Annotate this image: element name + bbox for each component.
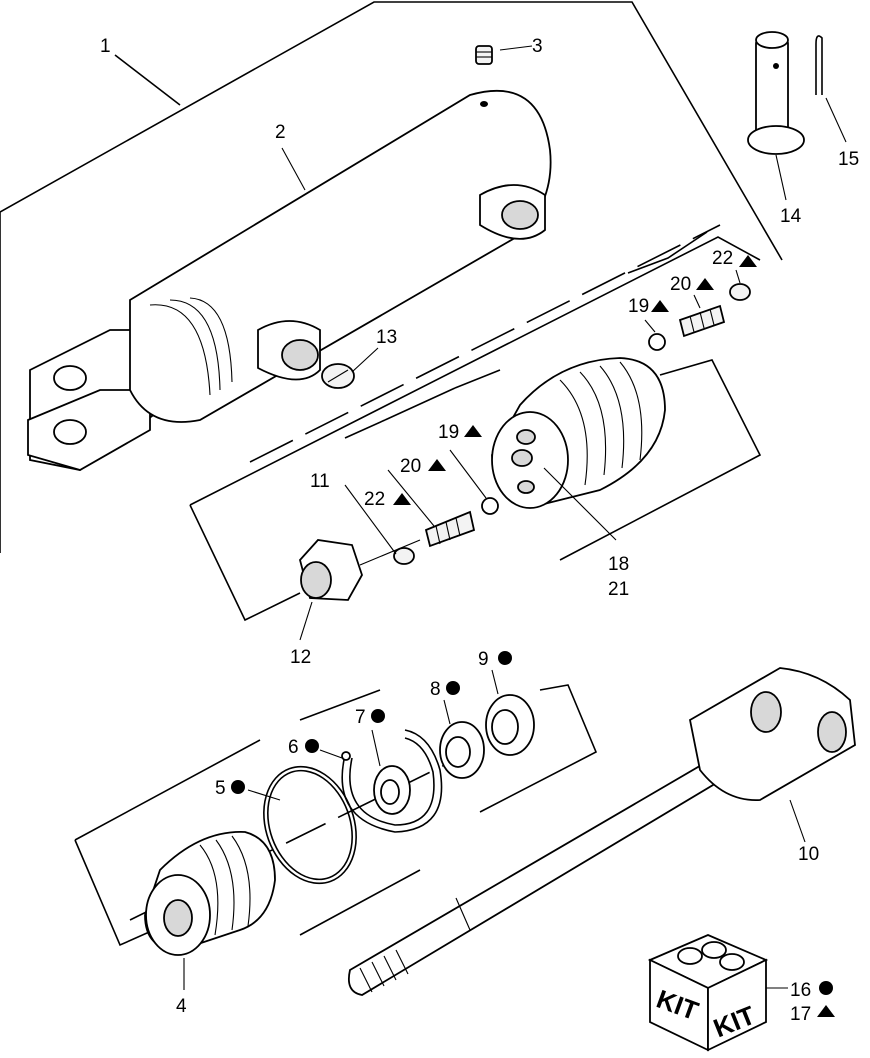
piston-rod (299, 667, 856, 996)
callout-14: 14 (780, 206, 802, 227)
piston (491, 357, 666, 541)
triangle-marker (428, 459, 446, 471)
callout-22a: 22 (712, 248, 733, 269)
cylinder-barrel (27, 90, 552, 471)
washer-7 (373, 765, 411, 815)
callout-5: 5 (215, 778, 226, 799)
triangle-marker (464, 425, 482, 437)
callout-16: 16 (790, 980, 811, 1001)
clevis-pin (747, 31, 805, 201)
valve-set-upper (627, 231, 751, 351)
kit-markers (231, 255, 835, 1017)
wiper-seal (485, 694, 535, 756)
callout-20a: 20 (670, 274, 691, 295)
callout-1: 1 (100, 36, 111, 57)
hex-nut (299, 539, 421, 641)
circle-marker (819, 981, 833, 995)
cotter-pin (815, 35, 847, 143)
callout-22b: 22 (364, 489, 385, 510)
kit-box-icon: KIT KIT (647, 934, 788, 1052)
triangle-marker (393, 493, 411, 505)
circle-marker (371, 709, 385, 723)
triangle-marker (817, 1005, 835, 1017)
callout-2: 2 (275, 122, 286, 143)
valve-set-lower (393, 497, 499, 565)
callout-9: 9 (478, 649, 489, 670)
circle-marker (305, 739, 319, 753)
triangle-marker (696, 278, 714, 290)
leader-lines (247, 147, 741, 801)
callout-19a: 19 (628, 296, 649, 317)
circle-marker (231, 780, 245, 794)
callout-19b: 19 (438, 422, 459, 443)
grease-fitting (475, 45, 533, 65)
callout-4: 4 (176, 996, 187, 1017)
callout-18: 18 (608, 554, 629, 575)
callout-3: 3 (532, 36, 543, 57)
circle-marker (446, 681, 460, 695)
snap-ring (341, 729, 443, 833)
callout-13: 13 (376, 327, 397, 348)
gland (144, 831, 276, 990)
callout-8: 8 (430, 679, 441, 700)
callout-6: 6 (288, 737, 299, 758)
triangle-marker (739, 255, 757, 267)
callout-17: 17 (790, 1004, 811, 1025)
triangle-marker (651, 300, 669, 312)
callout-7: 7 (355, 707, 366, 728)
callout-12: 12 (290, 647, 311, 668)
rod-seal (439, 721, 485, 779)
callout-10: 10 (798, 844, 819, 865)
port-plug (321, 347, 379, 389)
circle-marker (498, 651, 512, 665)
callout-21: 21 (608, 579, 629, 600)
callout-11: 11 (310, 471, 330, 492)
callout-20b: 20 (400, 456, 421, 477)
callout-15: 15 (838, 149, 859, 170)
assembly-outline-1 (0, 1, 783, 553)
piston-bracket (189, 236, 762, 622)
callout-labels: 1 2 3 13 14 15 22 20 19 19 20 11 22 18 2… (100, 36, 859, 1025)
